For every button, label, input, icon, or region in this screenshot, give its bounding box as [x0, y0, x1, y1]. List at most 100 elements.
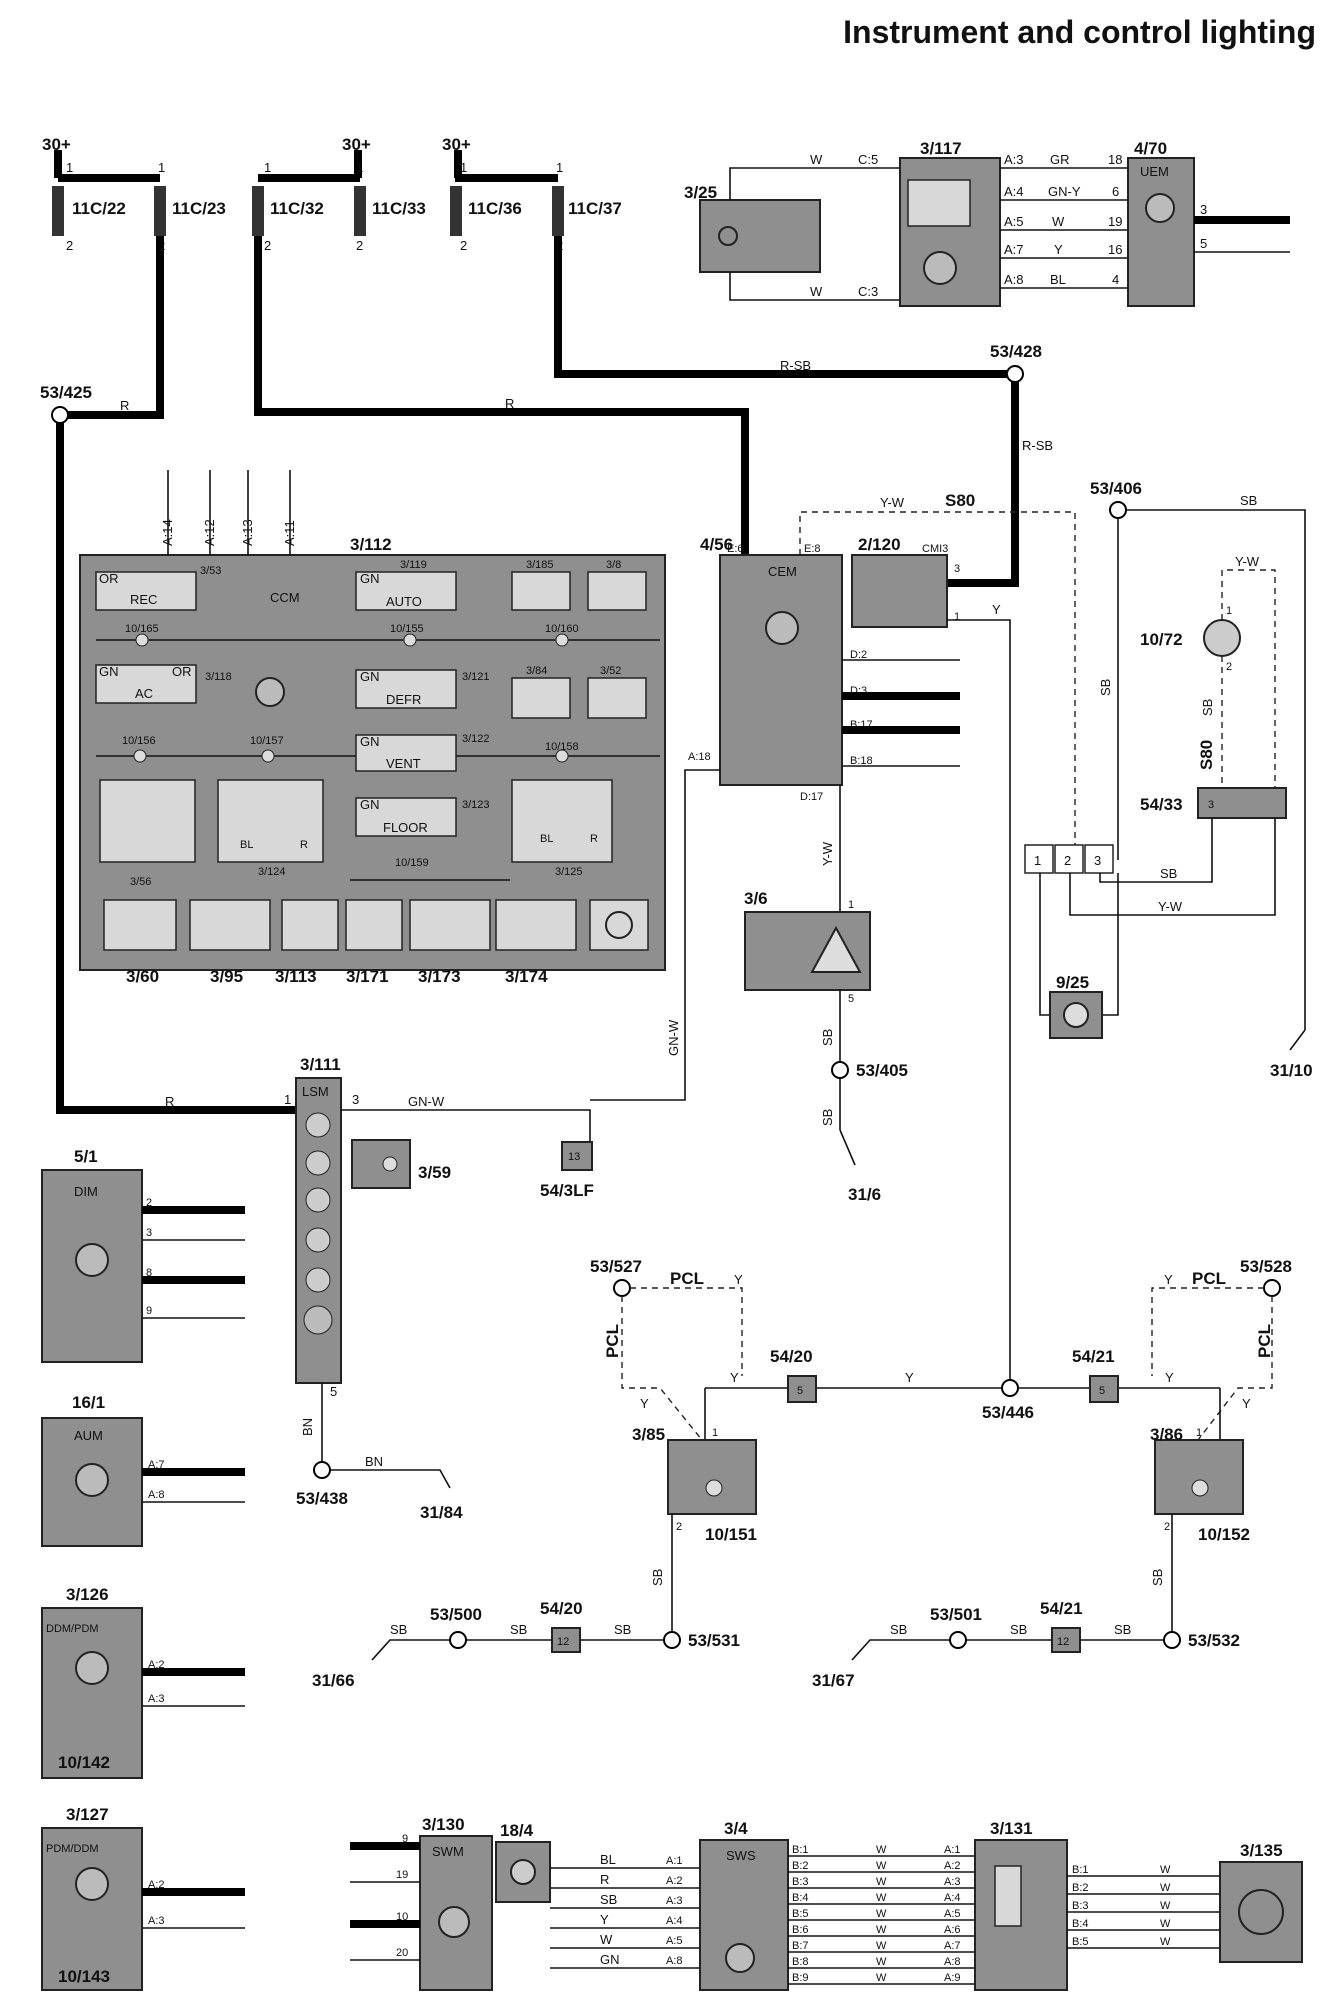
control-unit-icon: [923, 251, 957, 285]
relay-pin-2: [1054, 844, 1084, 874]
pin-label: 1: [158, 160, 165, 175]
display-icon: [907, 179, 971, 227]
pin-label: A:3: [666, 1895, 683, 1907]
lamp-icon: [718, 226, 738, 246]
splice-label-53-425: 53/425: [40, 383, 92, 402]
module-label-3-117: 3/117: [920, 139, 962, 158]
pin-label: 9: [146, 1305, 152, 1317]
pin-label: B:5: [792, 1908, 809, 1920]
pin-label: 3: [1200, 202, 1207, 217]
part-label: 3/119: [400, 559, 427, 571]
module-3-111-lsm: 3/111 LSM 1 3 5: [284, 1055, 359, 1399]
pin-label: B:7: [792, 1940, 809, 1952]
lamp-label: 10/165: [125, 623, 159, 635]
pin-label: 5: [1099, 1385, 1105, 1397]
wire-color-w: W: [876, 1860, 887, 1872]
relay-pin-1: [1024, 844, 1054, 874]
wire-color: SB: [600, 1892, 617, 1907]
module-box-3-59: [351, 1139, 411, 1189]
fuse-icon-11c23: [154, 186, 166, 236]
wire-color-sb: SB: [390, 1622, 407, 1637]
ground-label-31-6: 31/6: [848, 1185, 881, 1204]
wire-color-y: Y: [1165, 1370, 1174, 1385]
temp-knob-right: [511, 779, 613, 863]
pin-label: 1: [712, 1427, 718, 1439]
pin-label: A:1: [666, 1855, 683, 1867]
splice-label-53-438: 53/438: [296, 1489, 348, 1508]
pin-label: C:5: [858, 152, 878, 167]
fuse-icon-11c33: [354, 186, 366, 236]
part-label-3-60: 3/60: [126, 967, 159, 986]
page-title: Instrument and control lighting: [843, 14, 1316, 50]
wire-gnw-cem: [590, 769, 720, 1101]
pin-label: E:6: [727, 543, 744, 555]
pin-label: B:1: [1072, 1864, 1089, 1876]
wire-sb-31-10: [1126, 509, 1306, 1030]
switch-3-52: [587, 677, 647, 719]
module-name-ccm: CCM: [270, 590, 300, 605]
module-3-6: 3/6 1 5: [744, 889, 871, 1005]
splice-label-53-446: 53/446: [982, 1403, 1034, 1422]
ground-symbol: [839, 1129, 856, 1166]
sensor-icon: [605, 911, 633, 939]
wire-r-supply-cem: [254, 236, 749, 555]
pin-label: A:13: [240, 519, 255, 546]
module-box-3-6: [744, 911, 871, 991]
wire-color-gr: GR: [1050, 152, 1070, 167]
pin-label: 13: [568, 1151, 580, 1163]
pin-label: 2: [146, 1197, 152, 1209]
pin-label: B:2: [792, 1860, 809, 1872]
fuse-block: 30+ 30+ 30+ 11C/22 11C/23 11C/32 11C/33 …: [42, 135, 622, 253]
module-3-131: 3/131: [974, 1819, 1068, 1991]
knob-label-r: R: [300, 839, 308, 851]
pin-label: A:3: [148, 1693, 165, 1705]
pin-label: 19: [396, 1869, 408, 1881]
pin-label: 3: [352, 1092, 359, 1107]
splice-icon: [831, 1061, 849, 1079]
lamp-icon: [261, 749, 275, 763]
pin-label: A:12: [202, 519, 217, 546]
vent-switch: [355, 734, 457, 772]
module-3-127: 3/127 PDM/DDM A:2 A:3 10/143: [41, 1805, 245, 1991]
pin-label: 3: [146, 1227, 152, 1239]
part-label: 3/52: [600, 665, 621, 677]
pin-label: 2: [356, 238, 363, 253]
wire-color-sb: SB: [890, 1622, 907, 1637]
part-label: 3/8: [606, 559, 621, 571]
splice-label-53-500: 53/500: [430, 1605, 482, 1624]
module-label-54-20: 54/20: [770, 1347, 813, 1366]
wire-color-w: W: [1052, 214, 1065, 229]
fuse-label: 11C/32: [270, 199, 324, 218]
wire-color-w: W: [876, 1940, 887, 1952]
pin-label: 6: [1112, 184, 1119, 199]
pin-label: B:6: [792, 1924, 809, 1936]
sub-3-173: [409, 899, 491, 951]
module-3-85: 3/85 1 2 10/151: [632, 1425, 757, 1544]
module-label-9-25: 9/25: [1056, 973, 1089, 992]
pin-label: 16: [1108, 242, 1122, 257]
module-name-pdm-ddm: PDM/DDM: [46, 1843, 99, 1855]
pin-label: A:8: [148, 1489, 165, 1501]
wire-color: R: [600, 1872, 609, 1887]
wire-label-pcl: PCL: [1255, 1324, 1274, 1358]
module-label-3-25: 3/25: [684, 183, 717, 202]
module-box-4-56: [719, 554, 843, 786]
rec-switch: [95, 571, 197, 611]
auto-switch: [355, 571, 457, 611]
wire-color-w: W: [876, 1908, 887, 1920]
module-name-uem: UEM: [1140, 164, 1169, 179]
pin-label: B:1: [792, 1844, 809, 1856]
module-label-10-72: 10/72: [1140, 630, 1183, 649]
module-3-25: 3/25: [684, 183, 821, 273]
fuse-label: 11C/37: [568, 199, 622, 218]
module-box-3-127: [41, 1827, 143, 1991]
pin-label: 4: [1112, 272, 1119, 287]
pin-label: B:5: [1072, 1936, 1089, 1948]
wire-color-y: Y: [640, 1396, 649, 1411]
wire-color: GN: [600, 1952, 620, 1967]
splice-icon: [1109, 501, 1127, 519]
module-3-130-swm: 3/130 SWM 9 19 10 20: [350, 1815, 493, 1991]
part-label-3-95: 3/95: [210, 967, 243, 986]
wire-color-r: R: [120, 398, 129, 413]
wire-color-w: W: [876, 1972, 887, 1984]
